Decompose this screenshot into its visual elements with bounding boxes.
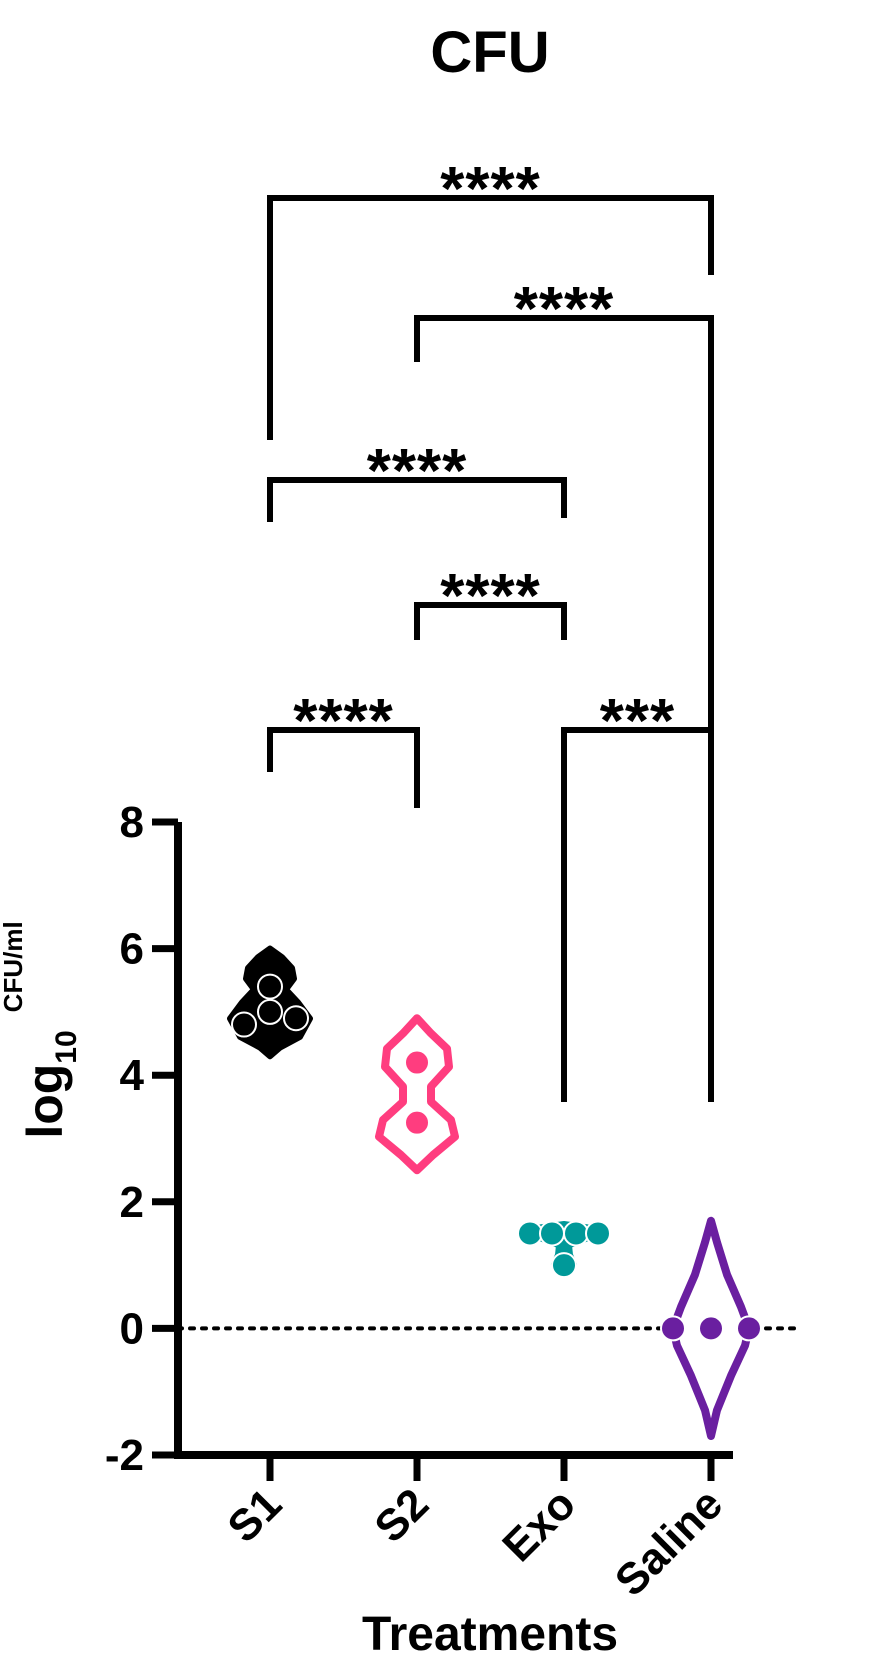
significance-label: ***	[600, 687, 675, 756]
data-point	[539, 1220, 565, 1247]
bracket-line	[561, 727, 714, 1102]
y-tick-label: -2	[105, 1431, 144, 1480]
x-tick-label-s1: S1	[218, 1479, 291, 1552]
violin-exo	[517, 1220, 611, 1279]
significance-label: ****	[440, 155, 541, 224]
x-tick-label-s2: S2	[365, 1479, 438, 1552]
y-axis-label: log10 CFU/ml	[0, 921, 83, 1138]
significance-label: ****	[293, 687, 394, 756]
violin-s2	[375, 1014, 459, 1175]
significance-label: ****	[514, 275, 615, 344]
data-point	[404, 1109, 430, 1136]
violin-s1	[227, 945, 313, 1060]
bracket-s2-exo: ****	[414, 562, 567, 640]
bracket-line	[414, 602, 567, 640]
data-point	[257, 973, 283, 1000]
data-point	[660, 1315, 686, 1342]
violins	[227, 945, 762, 1440]
bracket-line	[414, 315, 714, 1100]
x-tick-label-exo: Exo	[493, 1479, 585, 1571]
data-point	[563, 1220, 589, 1247]
data-point	[231, 1011, 257, 1038]
significance-brackets: ***********************	[267, 155, 714, 1102]
violin-shape	[375, 1014, 459, 1175]
data-point	[736, 1315, 762, 1342]
x-tick-label-saline: Saline	[606, 1479, 732, 1605]
x-axis-label: Treatments	[362, 1608, 618, 1661]
bracket-s1-exo: ****	[267, 437, 567, 522]
y-tick-label: 2	[120, 1178, 144, 1227]
data-point	[698, 1315, 724, 1342]
bracket-s1-s2: ****	[267, 687, 420, 808]
bracket-line	[267, 477, 567, 522]
data-point	[283, 1005, 309, 1032]
data-point	[585, 1220, 611, 1247]
data-point	[257, 998, 283, 1025]
y-tick-label: 8	[120, 798, 144, 847]
violin-saline	[660, 1216, 762, 1440]
data-point	[404, 1049, 430, 1076]
bracket-exo-saline: ***	[561, 687, 714, 1102]
y-axis-label-prefix: log	[17, 1064, 73, 1139]
axes: -2 0 2 4 6 8	[105, 798, 733, 1481]
significance-label: ****	[440, 562, 541, 631]
y-axis-label-subscript: 10	[50, 1030, 83, 1063]
bracket-line	[267, 727, 420, 808]
data-point	[551, 1252, 577, 1279]
y-axis-label-superscript: CFU/ml	[0, 921, 28, 1012]
bracket-s2-saline: ****	[414, 275, 714, 1100]
y-tick-label: 4	[120, 1051, 145, 1100]
bracket-s1-saline: ****	[267, 155, 714, 440]
y-tick-label: 6	[120, 925, 144, 974]
significance-label: ****	[367, 437, 468, 506]
y-tick-label: 0	[120, 1304, 144, 1353]
data-point	[517, 1220, 543, 1247]
bracket-line	[267, 195, 714, 440]
chart-title: CFU	[430, 20, 549, 85]
svg-text:log10CFU/ml: log10 CFU/ml	[0, 921, 83, 1138]
